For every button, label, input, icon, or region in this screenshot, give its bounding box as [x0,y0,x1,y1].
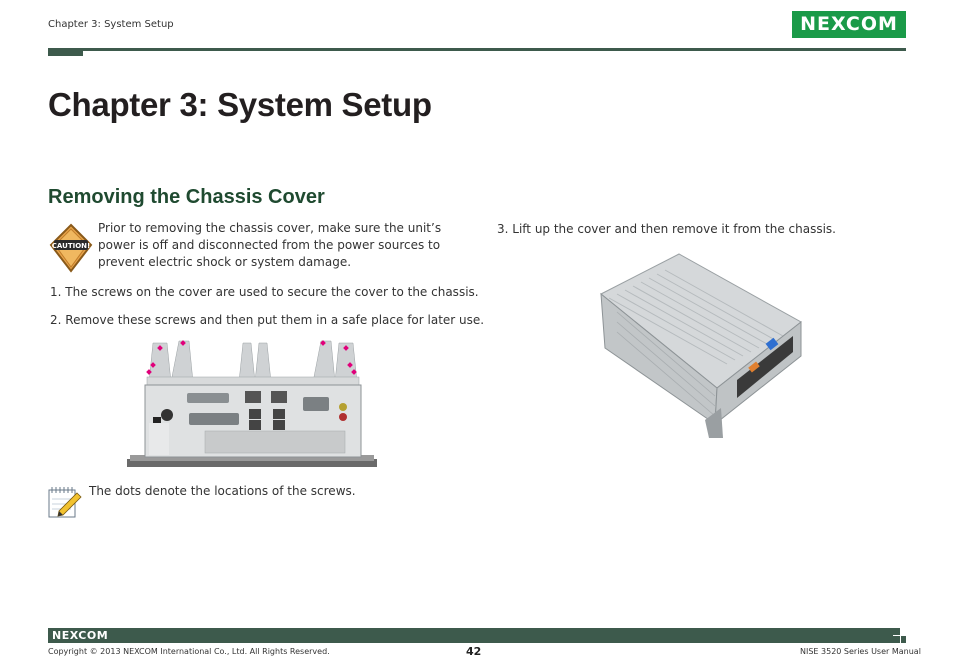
step-3: 3. Lift up the cover and then remove it … [497,222,836,236]
chapter-title: Chapter 3: System Setup [48,86,432,123]
footer-bar [48,628,893,643]
footer-square [893,628,900,635]
copyright-text: Copyright © 2013 NEXCOM International Co… [48,647,330,656]
section-title: Removing the Chassis Cover [48,186,325,208]
logo-text: NEXCOM [800,13,898,35]
note-text: The dots denote the locations of the scr… [89,484,356,498]
caution-icon-label: CAUTION! [52,242,90,250]
page-number: 42 [466,645,482,658]
footer-square [893,636,900,643]
nexcom-logo: NEXCOM [792,11,906,38]
chassis-photo [597,252,802,439]
footer-logo: NEXCOM [52,629,109,642]
header-rule-block [48,48,83,56]
rear-panel-photo [127,337,377,469]
caution-icon: CAUTION! [49,223,93,273]
step-2: 2. Remove these screws and then put them… [50,313,485,327]
manual-name: NISE 3520 Series User Manual [800,647,921,656]
caution-text: Prior to removing the chassis cover, mak… [98,221,442,269]
header-rule [83,48,906,51]
footer-square [901,636,906,643]
step-1: 1. The screws on the cover are used to s… [50,285,479,299]
header-chapter-label: Chapter 3: System Setup [48,19,174,30]
notepad-icon [47,485,83,519]
